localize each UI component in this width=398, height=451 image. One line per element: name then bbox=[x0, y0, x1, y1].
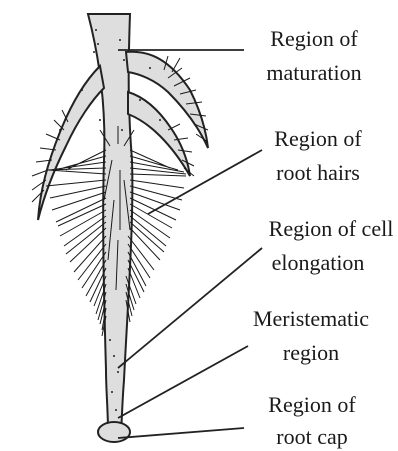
lateral-root-left bbox=[38, 66, 104, 220]
label-elongation-line1: Region of cell bbox=[269, 216, 394, 241]
label-maturation-line2: maturation bbox=[266, 60, 361, 85]
label-meristematic: Meristematic region bbox=[253, 306, 369, 365]
label-root-hairs-line1: Region of bbox=[274, 126, 362, 151]
leader-line-root-hairs bbox=[148, 150, 262, 214]
label-meristematic-line1: Meristematic bbox=[253, 306, 369, 331]
label-root-cap: Region of root cap bbox=[268, 392, 356, 449]
leader-line-root-cap bbox=[118, 428, 244, 438]
label-root-cap-line1: Region of bbox=[268, 392, 356, 417]
label-elongation: Region of cell elongation bbox=[269, 216, 394, 275]
label-root-hairs: Region of root hairs bbox=[274, 126, 362, 185]
root-cap bbox=[98, 422, 130, 442]
leader-line-meristematic bbox=[118, 346, 248, 418]
label-maturation-line1: Region of bbox=[270, 26, 358, 51]
label-elongation-line2: elongation bbox=[272, 250, 365, 275]
label-root-hairs-line2: root hairs bbox=[276, 160, 360, 185]
label-maturation: Region of maturation bbox=[266, 26, 361, 85]
label-root-cap-line2: root cap bbox=[276, 424, 347, 449]
label-meristematic-line2: region bbox=[283, 340, 339, 365]
